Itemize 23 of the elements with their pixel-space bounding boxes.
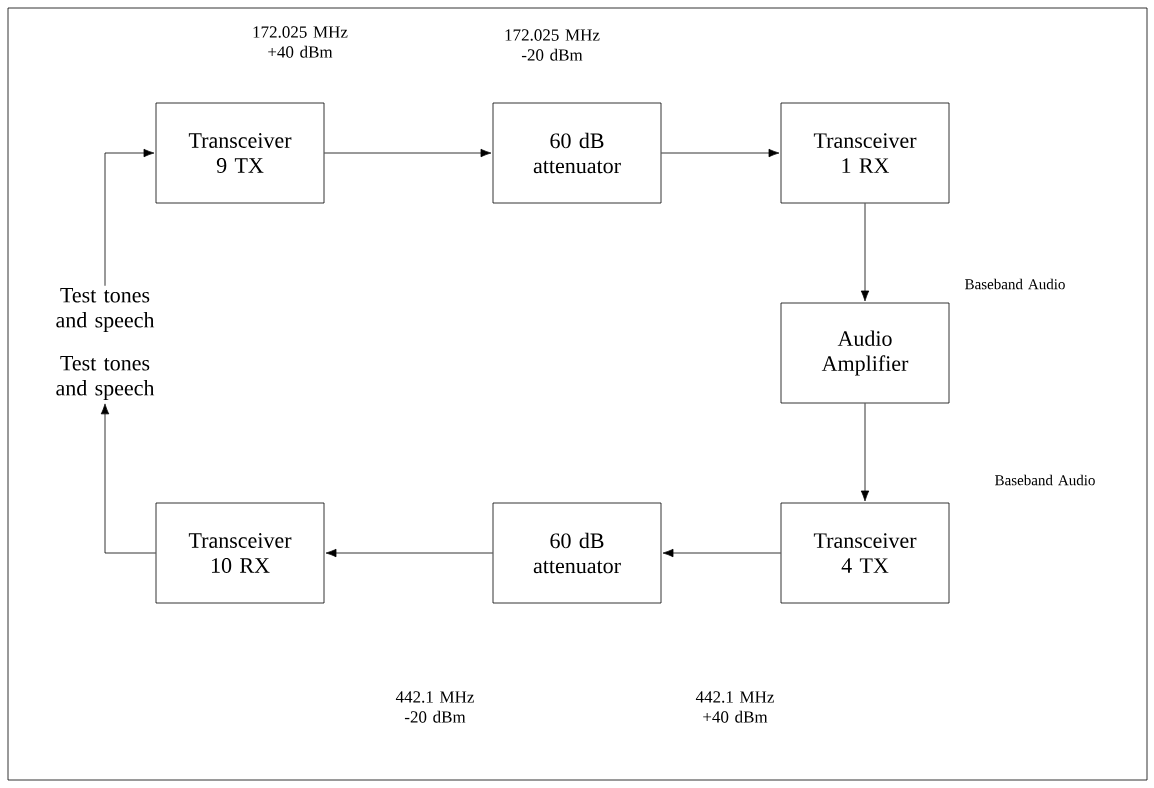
block-box: Transceiver 1 RX [780, 102, 950, 204]
arrow [860, 403, 870, 502]
signal-label: 442.1 MHz +40 dBm [695, 691, 774, 723]
signal-label: Baseband Audio [965, 278, 1065, 290]
block-box: 60 dB attenuator [492, 502, 662, 604]
arrow [661, 148, 780, 158]
signal-label: Baseband Audio [995, 474, 1095, 486]
arrow [324, 148, 492, 158]
arrow [104, 148, 155, 287]
block-box: Audio Amplifier [780, 302, 950, 404]
signal-label: 442.1 MHz -20 dBm [395, 691, 474, 723]
arrow [662, 548, 781, 558]
block-box: Transceiver 9 TX [155, 102, 325, 204]
block-box: 60 dB attenuator [492, 102, 662, 204]
signal-label: 172.025 MHz -20 dBm [505, 29, 600, 61]
signal-label: Test tones and speech [56, 355, 155, 401]
signal-label: 172.025 MHz +40 dBm [253, 26, 348, 58]
arrow [100, 403, 156, 554]
block-box: Transceiver 10 RX [155, 502, 325, 604]
signal-label: Test tones and speech [56, 287, 155, 333]
arrow [325, 548, 493, 558]
arrow [860, 203, 870, 302]
block-box: Transceiver 4 TX [780, 502, 950, 604]
